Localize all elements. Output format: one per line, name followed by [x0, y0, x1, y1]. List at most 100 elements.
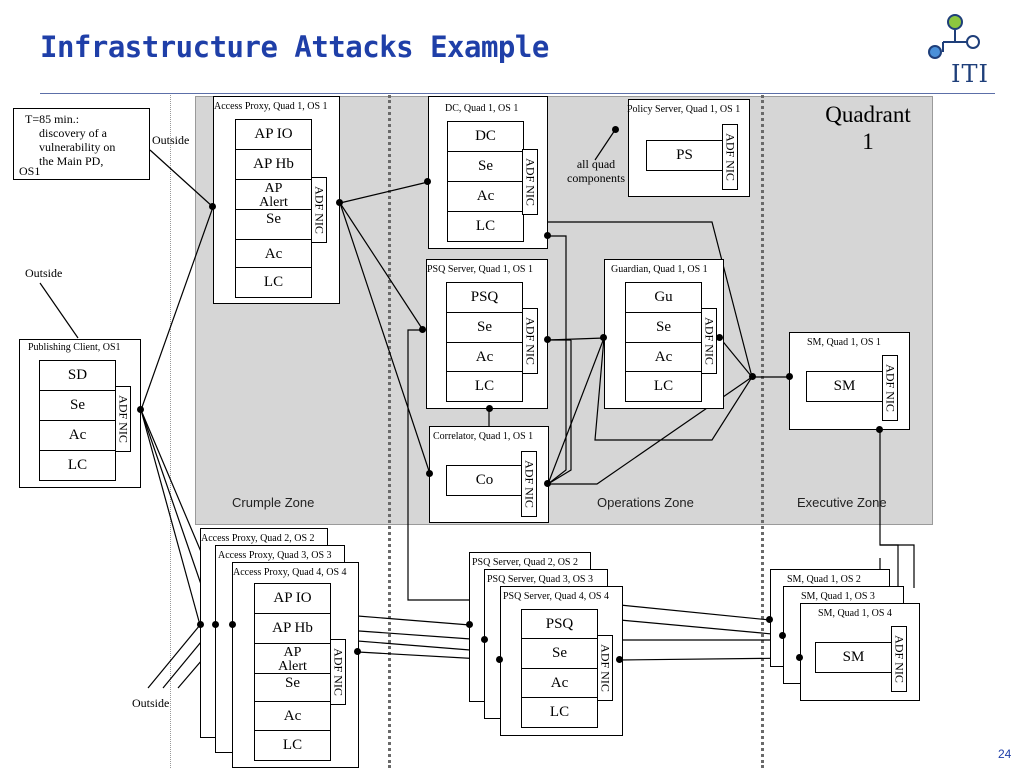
adf-nic-label: ADF NIC	[723, 133, 738, 181]
cell-se: Se	[235, 209, 312, 240]
all-quad-label-line-2: components	[567, 171, 625, 185]
connection-dot	[544, 232, 551, 239]
cell-lc: LC	[521, 697, 598, 728]
box-title: PSQ Server, Quad 3, OS 3	[487, 574, 593, 585]
page-number: 24	[998, 747, 1012, 761]
outside-label-top: Outside	[152, 133, 190, 147]
iti-logo-icon	[925, 12, 985, 62]
cell-psq: PSQ	[446, 282, 523, 313]
box-title: Guardian, Quad 1, OS 1	[611, 264, 708, 275]
guardian-q1-box[interactable]: Guardian, Quad 1, OS 1 Gu Se Ac LC ADF N…	[604, 259, 724, 409]
adf-nic-label: ADF NIC	[702, 317, 717, 365]
quadrant-label: Quadrant 1	[812, 101, 924, 155]
box-title: PSQ Server, Quad 1, OS 1	[427, 264, 533, 275]
cell-sd: SD	[39, 360, 116, 391]
box-title: Access Proxy, Quad 2, OS 2	[201, 533, 315, 544]
connection-dot	[496, 656, 503, 663]
cell-ac: Ac	[446, 342, 523, 373]
adf-nic: ADF NIC	[597, 635, 613, 701]
cell-ac: Ac	[39, 420, 116, 451]
note-line-2: discovery of a	[39, 126, 107, 140]
access-proxy-q4-box[interactable]: Access Proxy, Quad 4, OS 4 AP IO AP Hb A…	[232, 562, 359, 768]
psq-server-q4-box[interactable]: PSQ Server, Quad 4, OS 4 PSQ Se Ac LC AD…	[500, 586, 623, 736]
connection-dot	[137, 406, 144, 413]
timeline-note: T=85 min.: discovery of a vulnerability …	[13, 108, 150, 180]
adf-nic: ADF NIC	[521, 451, 537, 517]
adf-nic: ADF NIC	[882, 355, 898, 421]
connection-dot	[426, 470, 433, 477]
all-quad-components-label: all quad components	[556, 157, 636, 185]
box-title: PSQ Server, Quad 4, OS 4	[503, 591, 609, 602]
connection-dot	[612, 126, 619, 133]
cell-ap-alert: AP Alert	[254, 643, 331, 674]
adf-nic: ADF NIC	[115, 386, 131, 452]
sm-q1-os1-box[interactable]: SM, Quad 1, OS 1 SM ADF NIC	[789, 332, 910, 430]
note-line-4: the Main PD,	[39, 154, 104, 168]
box-title: SM, Quad 1, OS 1	[807, 337, 881, 348]
adf-nic: ADF NIC	[701, 308, 717, 374]
cell-ac: Ac	[447, 181, 524, 212]
title-divider	[40, 93, 995, 94]
cell-se: Se	[447, 151, 524, 182]
adf-nic-label: ADF NIC	[312, 186, 327, 234]
cell-co: Co	[446, 465, 523, 496]
connection-dot	[212, 621, 219, 628]
adf-nic: ADF NIC	[891, 626, 907, 692]
cell-se: Se	[39, 390, 116, 421]
connection-dot	[796, 654, 803, 661]
policy-server-q1-box[interactable]: Policy Server, Quad 1, OS 1 PS ADF NIC	[627, 99, 750, 197]
connection-dot	[749, 373, 756, 380]
connection-dot	[486, 405, 493, 412]
adf-nic-label: ADF NIC	[523, 317, 538, 365]
cell-ap-hb: AP Hb	[254, 613, 331, 644]
box-title: Access Proxy, Quad 3, OS 3	[218, 550, 332, 561]
cell-lc: LC	[447, 211, 524, 242]
cell-se: Se	[254, 673, 331, 704]
cell-sm: SM	[806, 371, 883, 402]
adf-nic-label: ADF NIC	[522, 460, 537, 508]
connection-dot	[544, 336, 551, 343]
box-title: Correlator, Quad 1, OS 1	[433, 431, 534, 442]
adf-nic-label: ADF NIC	[523, 158, 538, 206]
adf-nic-label: ADF NIC	[116, 395, 131, 443]
cell-sm: SM	[815, 642, 892, 673]
dc-q1-box[interactable]: DC, Quad 1, OS 1 DC Se Ac LC ADF NIC	[428, 96, 548, 249]
correlator-q1-box[interactable]: Correlator, Quad 1, OS 1 Co ADF NIC	[429, 426, 549, 523]
cell-ap-alert-text: AP Alert	[278, 645, 307, 674]
psq-server-q1-box[interactable]: PSQ Server, Quad 1, OS 1 PSQ Se Ac LC AD…	[426, 259, 548, 409]
outside-label-bottom: Outside	[132, 696, 170, 710]
adf-nic-label: ADF NIC	[883, 364, 898, 412]
adf-nic-label: ADF NIC	[892, 635, 907, 683]
cell-ps: PS	[646, 140, 723, 171]
cell-se: Se	[446, 312, 523, 343]
cell-lc: LC	[446, 371, 523, 402]
zone-divider-crumple-operations	[388, 95, 391, 768]
connection-dot	[876, 426, 883, 433]
note-line-1: T=85 min.:	[25, 112, 80, 126]
adf-nic-label: ADF NIC	[331, 648, 346, 696]
connection-dot	[600, 334, 607, 341]
cell-se: Se	[521, 638, 598, 669]
box-title: PSQ Server, Quad 2, OS 2	[472, 557, 578, 568]
cell-ac: Ac	[625, 342, 702, 373]
adf-nic-label: ADF NIC	[598, 644, 613, 692]
connection-dot	[766, 616, 773, 623]
access-proxy-q1-box[interactable]: Access Proxy, Quad 1, OS 1 AP IO AP Hb A…	[213, 96, 340, 304]
sm-q1-os4-box[interactable]: SM, Quad 1, OS 4 SM ADF NIC	[800, 603, 920, 701]
publishing-client-box[interactable]: Publishing Client, OS1 SD Se Ac LC ADF N…	[19, 339, 141, 488]
cell-ac: Ac	[521, 668, 598, 699]
note-line-3: vulnerability on	[39, 140, 116, 154]
cell-lc: LC	[625, 371, 702, 402]
connection-dot	[336, 199, 343, 206]
connection-dot	[481, 636, 488, 643]
connection-dot	[354, 648, 361, 655]
cell-lc: LC	[39, 450, 116, 481]
cell-gu: Gu	[625, 282, 702, 313]
connection-dot	[716, 334, 723, 341]
box-title: SM, Quad 1, OS 2	[787, 574, 861, 585]
connection-dot	[424, 178, 431, 185]
cell-psq: PSQ	[521, 609, 598, 640]
adf-nic: ADF NIC	[522, 149, 538, 215]
box-title: Access Proxy, Quad 1, OS 1	[214, 101, 328, 112]
